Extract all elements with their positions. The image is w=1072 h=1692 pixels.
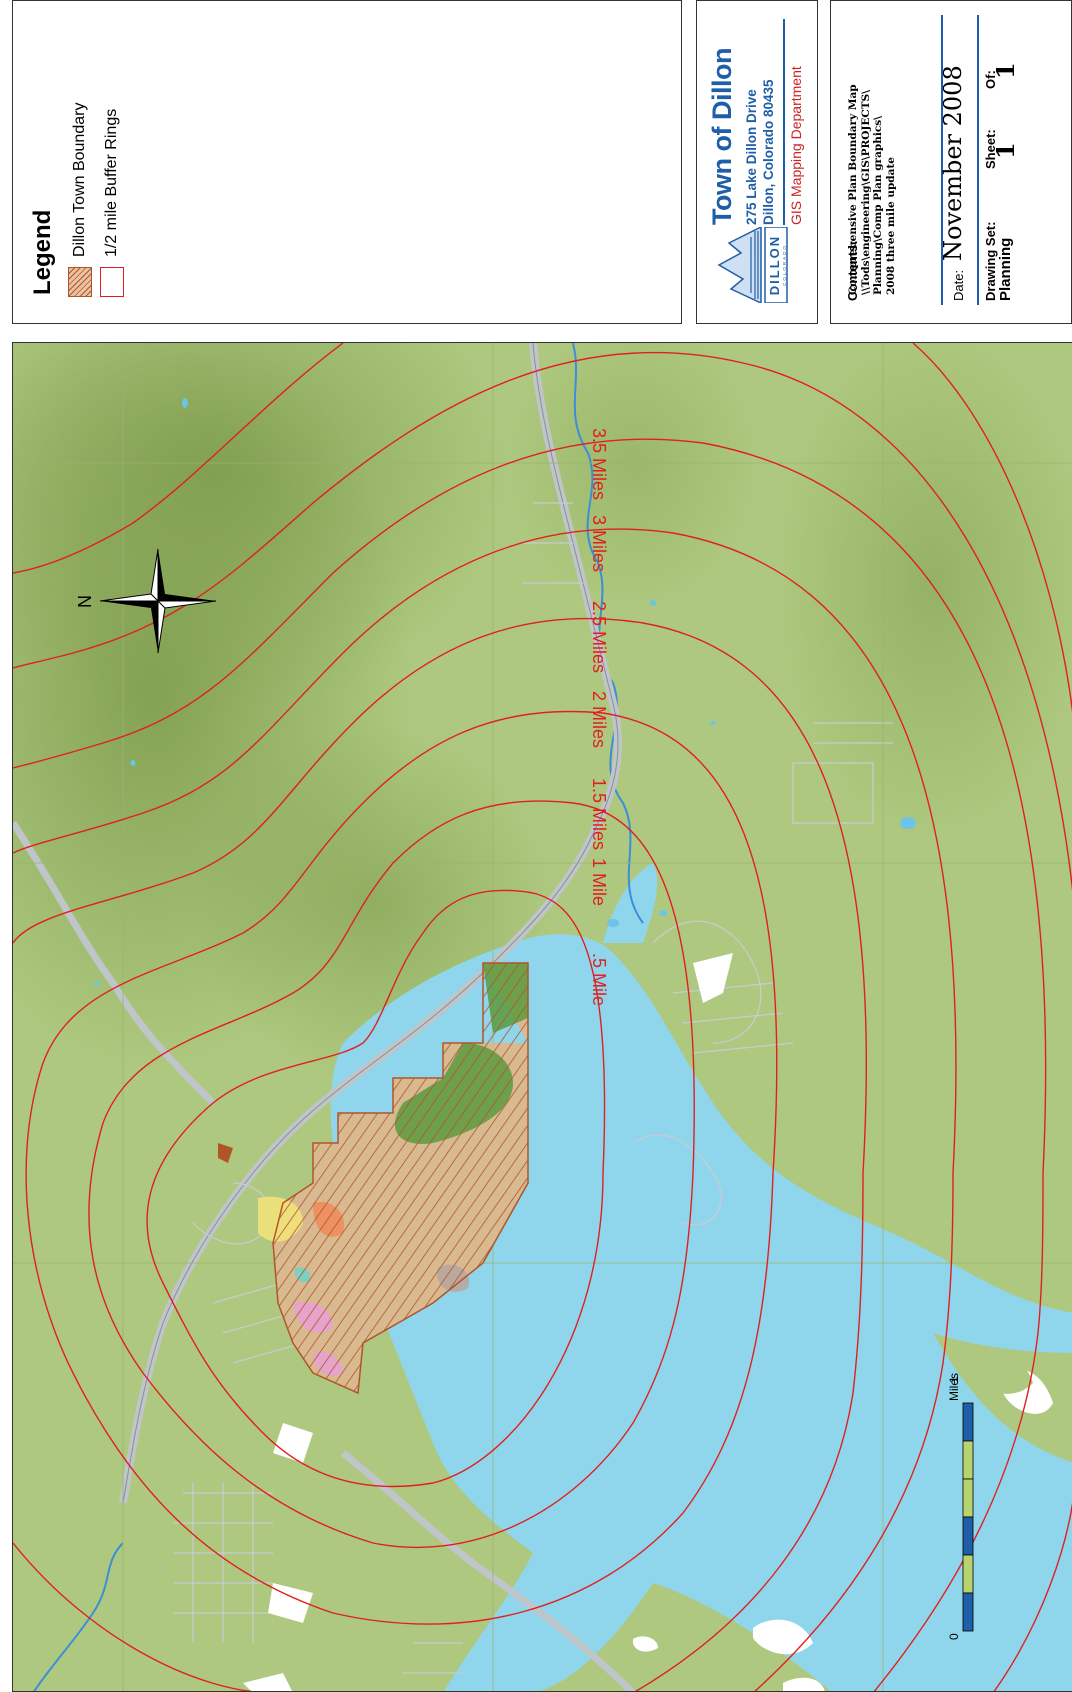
north-arrow: N: [74, 548, 217, 654]
ring-label-1: 1 Mile: [589, 858, 609, 906]
of-value: 1: [991, 62, 1020, 79]
legend-item-town-boundary: Dillon Town Boundary: [67, 103, 93, 297]
ring-label-0-5: .5 Mile: [589, 953, 609, 1006]
creek-lower: [33, 1542, 124, 1691]
contents-line: \\Tods\engineering\GIS\PROJECTS\: [859, 90, 872, 295]
scale-label-one: 1: [947, 1376, 961, 1383]
legend-label: 1/2 mile Buffer Rings: [103, 108, 120, 257]
ring-label-2: 2 Miles: [589, 691, 609, 748]
highway-9: [13, 821, 216, 1106]
title-block: Contents: Comprehensive Plan Boundary Ma…: [830, 0, 1072, 324]
title-divider: [977, 15, 979, 305]
drawing-set-label: Drawing Set:: [983, 221, 998, 301]
local-streets: [173, 502, 893, 1674]
ponds: [94, 398, 916, 985]
ring-label-3-5: 3.5 Miles: [589, 428, 609, 500]
town-emblem: DILLON COLORADO: [713, 227, 788, 303]
ring-0-5: [146, 889, 606, 1488]
lake-islands-green: [693, 1352, 1033, 1653]
mountain-shading: [13, 343, 1072, 1083]
ring-labels: .5 Mile 1 Mile 1.5 Miles 2 Miles 2.5 Mil…: [589, 428, 609, 1006]
buffer-ring-swatch: [100, 267, 124, 297]
ring-2: [13, 617, 868, 1691]
sheet-value: 1: [991, 142, 1020, 159]
map-canvas[interactable]: .5 Mile 1 Mile 1.5 Miles 2 Miles 2.5 Mil…: [13, 343, 1072, 1692]
ring-1-5: [25, 710, 778, 1625]
drawing-set-value: Planning: [997, 237, 1014, 301]
ring-label-2-5: 2.5 Miles: [589, 601, 609, 673]
legend-label: Dillon Town Boundary: [71, 102, 88, 257]
scale-label-zero: 0: [947, 1633, 961, 1640]
date-label: Date:: [951, 269, 966, 301]
buffer-rings: [13, 343, 1072, 1691]
date-value: November 2008: [939, 65, 967, 261]
ring-3-5: [13, 351, 1072, 1691]
legend-item-buffer-rings: 1/2 mile Buffer Rings: [99, 109, 125, 297]
emblem-subtext: COLORADO: [782, 244, 787, 286]
legend-title: Legend: [29, 209, 56, 295]
ring-1: [88, 800, 695, 1549]
contents-line: Comprehensive Plan Boundary Map: [847, 84, 859, 295]
town-boundary: [218, 962, 529, 1395]
open-areas: [243, 953, 733, 1691]
department-name: GIS Mapping Department: [788, 66, 804, 225]
ring-2-5: [13, 528, 957, 1691]
address-line-2: Dillon, Colorado 80435: [761, 79, 776, 225]
ring-3: [13, 438, 1047, 1691]
emblem-text: DILLON: [767, 235, 782, 295]
scale-bar: 1 Miles 0: [947, 1373, 974, 1640]
logo-divider: [783, 19, 785, 225]
town-name: Town of Dillon: [707, 48, 737, 225]
contents-line: Planning\Comp Plan graphics\: [872, 116, 884, 295]
contents-text: Comprehensive Plan Boundary Map \\Tods\e…: [847, 84, 897, 295]
town-boundary-swatch: [68, 267, 92, 297]
north-label: N: [74, 595, 94, 608]
ring-label-1-5: 1.5 Miles: [589, 778, 609, 850]
address-line-1: 275 Lake Dillon Drive: [744, 89, 759, 225]
map-frame[interactable]: .5 Mile 1 Mile 1.5 Miles 2 Miles 2.5 Mil…: [12, 342, 1072, 1692]
contents-line: 2008 three mile update: [884, 157, 897, 295]
highway-6: [340, 1450, 636, 1691]
scale-label-unit: Miles: [947, 1373, 961, 1401]
ring-label-3: 3 Miles: [589, 515, 609, 572]
legend-panel: Legend Dillon Town Boundary 1/2 mile Buf…: [12, 0, 682, 324]
logo-panel: DILLON COLORADO Town of Dillon 275 Lake …: [696, 0, 818, 324]
